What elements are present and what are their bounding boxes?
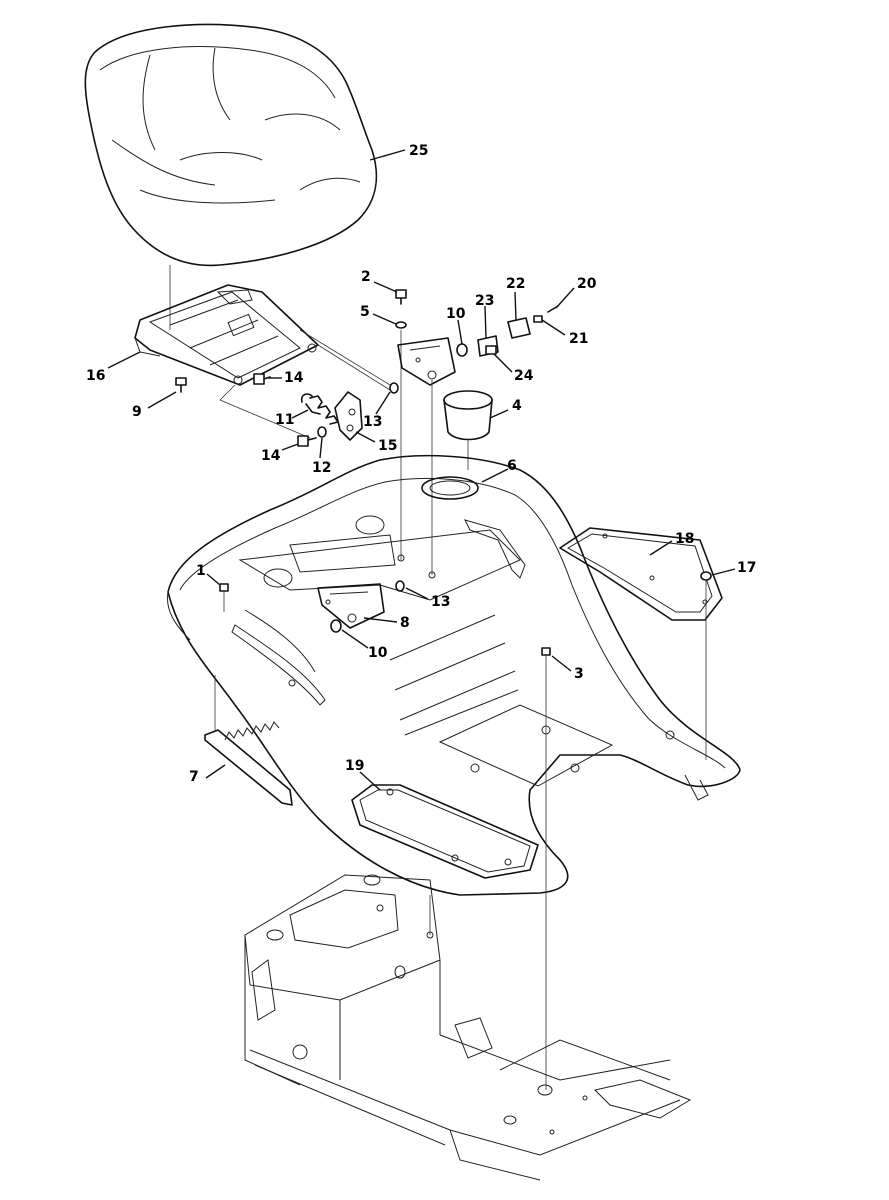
tractor-frame xyxy=(244,874,692,1181)
leader-lines xyxy=(107,149,736,791)
callout-16: 16 xyxy=(86,368,105,384)
fender-cup-ring xyxy=(421,476,479,500)
seat-pan-part-16 xyxy=(134,284,319,386)
callout-17: 17 xyxy=(737,560,756,576)
bracket-part-15 xyxy=(334,391,363,441)
spring-part-11 xyxy=(300,393,339,425)
seat-part-25 xyxy=(84,23,378,267)
hinge-bracket-upper xyxy=(397,337,456,386)
bolt-part-2 xyxy=(395,289,407,305)
bolt-part-14-lower xyxy=(297,435,317,447)
washer-part-13-lower xyxy=(395,580,405,592)
callout-8: 8 xyxy=(400,615,410,631)
callout-13-lower: 13 xyxy=(431,594,450,610)
callout-2: 2 xyxy=(361,269,371,285)
callout-14-upper: 14 xyxy=(284,370,304,386)
callout-5: 5 xyxy=(360,304,370,320)
washer-part-5 xyxy=(395,321,407,329)
callout-25: 25 xyxy=(409,143,428,159)
callout-4: 4 xyxy=(512,398,522,414)
callout-11: 11 xyxy=(275,412,294,428)
washer-part-12 xyxy=(317,426,327,438)
strip-part-7 xyxy=(204,721,293,806)
hinge-bracket-part-8 xyxy=(317,583,385,629)
callout-12: 12 xyxy=(312,460,331,476)
nut-part-10-lower xyxy=(330,619,342,633)
plug-part-17 xyxy=(700,571,712,760)
nut-part-10-upper xyxy=(456,343,468,357)
callout-3: 3 xyxy=(574,666,584,682)
clip-part-24 xyxy=(485,345,497,355)
latch-part-22 xyxy=(507,317,531,339)
callout-15: 15 xyxy=(378,438,397,454)
screw-part-3 xyxy=(541,647,551,1090)
foot-pad-part-18 xyxy=(559,527,723,621)
callout-24: 24 xyxy=(514,368,534,384)
latch-part-23 xyxy=(477,335,499,357)
foot-pad-part-19 xyxy=(351,784,539,879)
callout-18: 18 xyxy=(675,531,694,547)
screw-part-1 xyxy=(219,583,229,612)
callout-14-lower: 14 xyxy=(261,448,281,464)
callout-10-lower: 10 xyxy=(368,645,388,661)
callout-23: 23 xyxy=(475,293,494,309)
callout-9: 9 xyxy=(132,404,142,420)
callout-7: 7 xyxy=(189,769,199,785)
callout-1: 1 xyxy=(196,563,206,579)
bolt-part-9 xyxy=(175,377,187,393)
cup-holder-part-4 xyxy=(443,390,493,470)
screw-part-21 xyxy=(533,315,543,323)
callout-19: 19 xyxy=(345,758,364,774)
callout-6: 6 xyxy=(507,458,517,474)
fender-part-6 xyxy=(166,454,741,896)
callout-20: 20 xyxy=(577,276,597,292)
washer-part-13-upper xyxy=(389,382,399,394)
callout-13-upper: 13 xyxy=(363,414,382,430)
callout-10-upper: 10 xyxy=(446,306,466,322)
callout-22: 22 xyxy=(506,276,525,292)
bolt-part-14-upper xyxy=(253,373,271,385)
callout-21: 21 xyxy=(569,331,588,347)
